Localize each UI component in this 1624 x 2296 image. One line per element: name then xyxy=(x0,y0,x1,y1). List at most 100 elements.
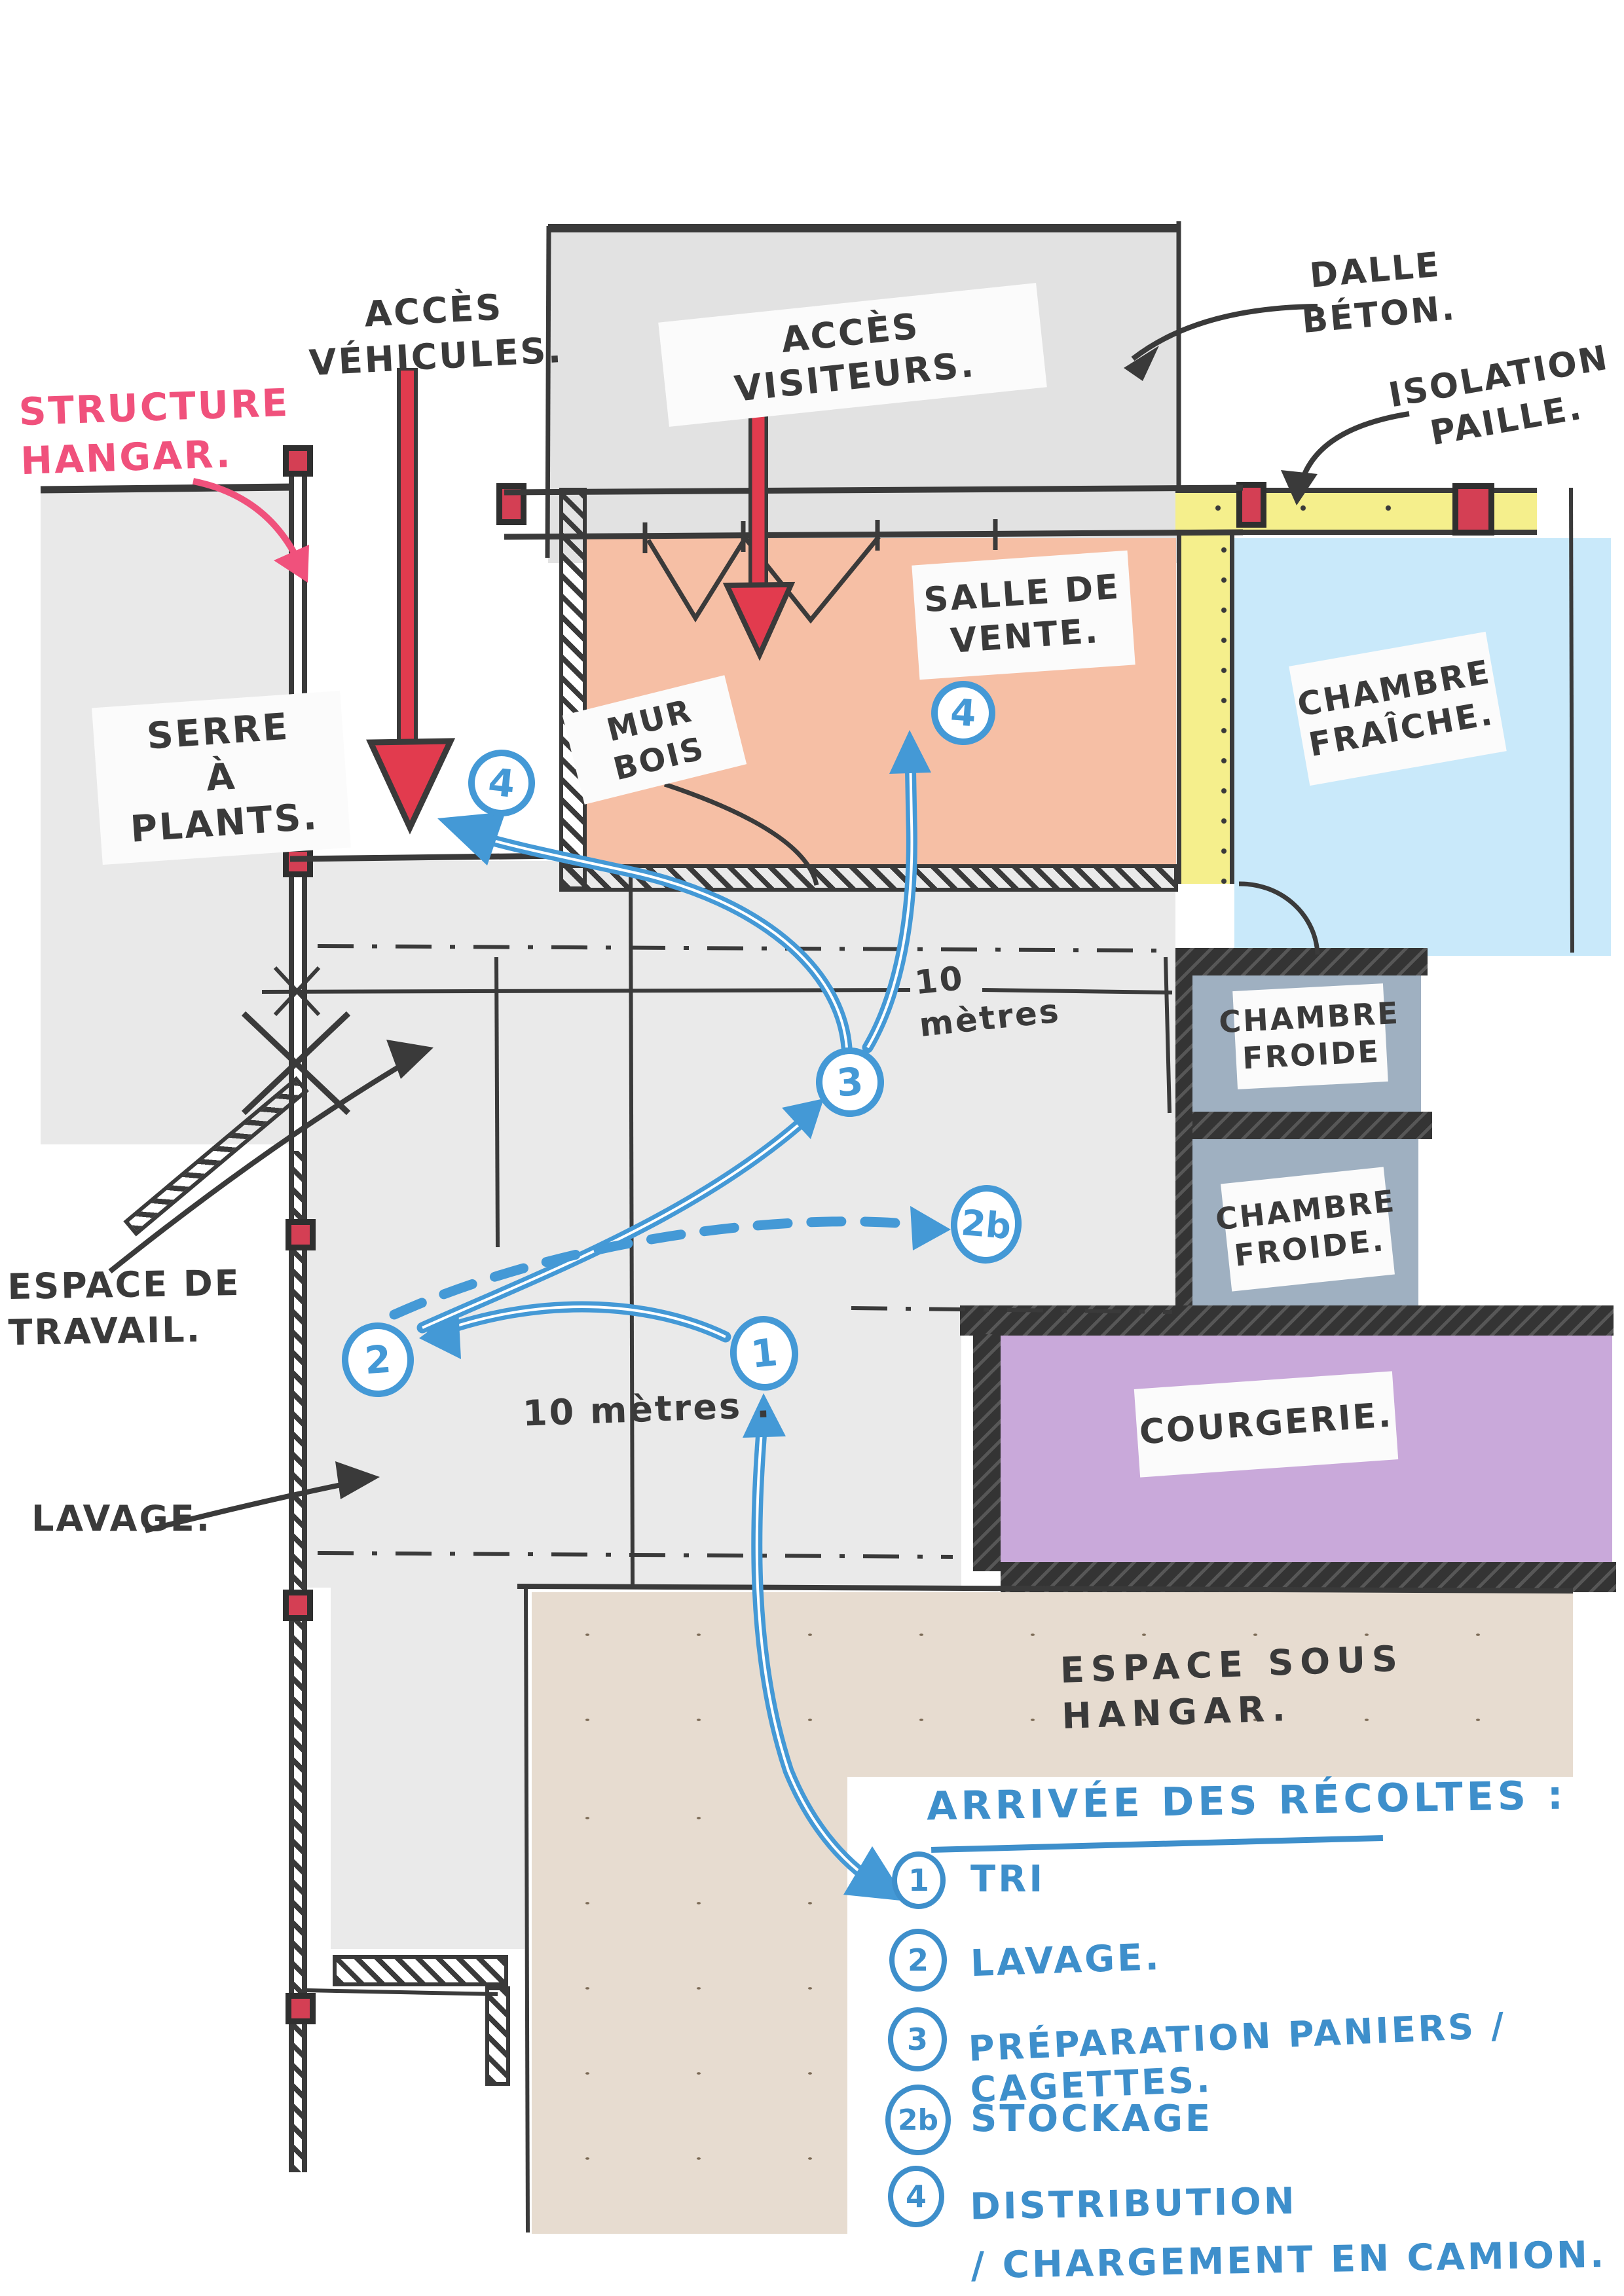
flow-marker-4-top-number: 4 xyxy=(486,759,517,807)
flow-arrow-3-to-4-top-head-icon xyxy=(437,812,506,866)
work-area-top-line xyxy=(289,852,565,862)
dim-cross-mark xyxy=(273,966,321,1017)
label-card-chambre-froide-1: CHAMBRE FROIDE xyxy=(1218,983,1401,1089)
slab-left-edge-line xyxy=(545,225,551,558)
legend-circle-3: 3 xyxy=(888,2007,947,2071)
structure-hangar-annotation: STRUCTURE HANGAR. xyxy=(18,380,291,484)
hangar-floor-top-line xyxy=(517,1584,1574,1594)
column-node-3 xyxy=(286,1219,316,1250)
lavage-annotation: LAVAGE. xyxy=(31,1498,212,1539)
salle-de-vente-label: SALLE DE VENTE. xyxy=(922,567,1122,661)
flow-marker-1-number: 1 xyxy=(748,1330,780,1377)
dim-solid-line xyxy=(261,988,1173,994)
salle-top-wall-line-1 xyxy=(504,484,1244,496)
mur-bois-pointer xyxy=(663,782,819,886)
flow-arrow-to-1-head-icon xyxy=(743,1393,786,1438)
flow-arrow-arrivee-head-icon xyxy=(843,1846,907,1901)
flow-arrow-3-to-4-salle xyxy=(862,748,917,1053)
espace-sous-hangar-annotation: ESPACE SOUS HANGAR. xyxy=(1059,1637,1405,1738)
dim-upper-annotation: 10 mètres xyxy=(913,958,1063,1044)
dim-vertical-line-2 xyxy=(494,957,500,1248)
flow-arrow-2-to-3-head-icon xyxy=(782,1099,824,1139)
flow-line-arrivee-to-1-inner xyxy=(755,1407,891,1892)
isolation-pointer-head-icon xyxy=(1281,470,1318,505)
acces-vehicules-arrow-head-icon xyxy=(366,738,456,835)
flow-dashed-arrow-to-2b xyxy=(389,1216,930,1320)
dim-dashdot-upper xyxy=(317,944,1173,953)
label-card-serre: SERRE À PLANTS. xyxy=(92,691,351,865)
door-frame-vertical xyxy=(485,1986,510,2086)
legend-num-2: 2 xyxy=(907,1942,929,1978)
wall-chambre-froide-left xyxy=(1175,948,1192,1308)
wall-courgerie-left xyxy=(973,1334,1001,1571)
legend-circle-1: 1 xyxy=(892,1851,946,1909)
structure-hangar-pointer-head-icon xyxy=(274,545,309,583)
legend-num-3: 3 xyxy=(906,2022,928,2057)
flow-marker-3-number: 3 xyxy=(835,1059,865,1106)
flow-dashed-arrow-to-2b-head-icon xyxy=(910,1206,951,1250)
legend-num-1: 1 xyxy=(908,1863,929,1898)
label-card-chambre-froide-2: CHAMBRE FROIDE. xyxy=(1214,1167,1397,1292)
flow-arrow-3-to-4-salle-head-icon xyxy=(889,730,931,774)
label-card-courgerie: COURGERIE. xyxy=(1134,1371,1399,1478)
flow-arrow-2-to-3-inner xyxy=(422,1112,813,1329)
isolation-pointer xyxy=(1297,411,1410,493)
wall-salle-left-hatched xyxy=(559,488,587,890)
column-x-brace xyxy=(241,1011,351,1116)
zone-hangar-floor-left xyxy=(532,1776,847,2234)
zone-isolation-paille-vertical xyxy=(1177,535,1234,884)
legend-circle-2b: 2b xyxy=(885,2085,951,2155)
flow-arrow-1-to-2-inner xyxy=(432,1305,726,1338)
flow-arrow-1-to-2-head-icon xyxy=(419,1309,461,1359)
flow-marker-2-number: 2 xyxy=(363,1336,393,1383)
label-card-salle-de-vente: SALLE DE VENTE. xyxy=(912,550,1135,680)
legend-circle-4: 4 xyxy=(888,2166,944,2227)
wall-chambre-froide-top xyxy=(1175,948,1428,975)
door-frame-horizontal xyxy=(333,1955,508,1986)
legend-label-lavage: LAVAGE. xyxy=(969,1935,1162,1986)
zone-hangar-floor-right xyxy=(532,1592,1573,1777)
serre-top-wall-line xyxy=(40,483,293,494)
column-node-1 xyxy=(283,445,313,477)
chambre-froide-2-label: CHAMBRE FROIDE. xyxy=(1213,1182,1398,1273)
dalle-beton-pointer xyxy=(1131,304,1318,361)
salle-top-wall-line-2 xyxy=(504,529,1244,540)
flow-arrow-1-to-2 xyxy=(426,1301,731,1343)
dim-dashdot-mid xyxy=(851,1306,1173,1314)
salle-wall-tick-marks xyxy=(642,519,998,553)
door-arc-chambre-fraiche xyxy=(1238,881,1320,955)
isolation-post xyxy=(1452,483,1494,536)
courgerie-label: COURGERIE. xyxy=(1138,1395,1394,1453)
serre-label: SERRE À PLANTS. xyxy=(129,705,320,851)
flow-arrow-3-to-4-top-inner xyxy=(466,831,848,1048)
hangar-floor-left-line xyxy=(524,1587,530,2233)
column-node-5 xyxy=(286,1993,316,2024)
dalle-beton-pointer-head-icon xyxy=(1124,346,1159,381)
zone-espace-travail-strip xyxy=(331,1588,525,1949)
flow-marker-2b-number: 2b xyxy=(959,1201,1013,1247)
wall-chambre-froide-mid xyxy=(1175,1112,1432,1139)
legend-num-2b: 2b xyxy=(897,2103,939,2137)
legend-num-4: 4 xyxy=(905,2179,927,2214)
dim-lower-annotation: 10 mètres . xyxy=(521,1384,773,1434)
espace-travail-pointer xyxy=(108,1051,422,1274)
acces-vehicules-annotation: ACCÈS VÉHICULES. xyxy=(308,286,564,384)
legend-label-distribution: DISTRIBUTION / CHARGEMENT EN CAMION. xyxy=(969,2179,1607,2287)
acces-visiteurs-arrow-head-icon xyxy=(722,581,796,661)
flow-marker-4-salle-number: 4 xyxy=(949,691,978,735)
structure-hangar-pointer xyxy=(193,478,303,566)
zone-espace-travail-upper xyxy=(306,861,1175,1307)
dalle-beton-annotation: DALLE BÉTON. xyxy=(1300,245,1458,341)
flow-line-arrivee-to-1 xyxy=(751,1402,896,1897)
dim-dashdot-lower xyxy=(317,1551,953,1559)
espace-travail-pointer-head-icon xyxy=(386,1040,434,1079)
chambre-fraiche-label: CHAMBRE FRAÎCHE. xyxy=(1294,652,1497,764)
legend-label-tri: TRI xyxy=(970,1858,1046,1901)
dim-end-tick xyxy=(1164,957,1172,1114)
chambre-froide-1-label: CHAMBRE FROIDE xyxy=(1217,994,1401,1076)
column-node-4 xyxy=(283,1590,313,1621)
flow-arrow-3-to-4-salle-inner xyxy=(866,754,913,1049)
lavage-pointer-head-icon xyxy=(335,1461,380,1499)
legend-label-stockage: STOCKAGE xyxy=(970,2098,1213,2140)
